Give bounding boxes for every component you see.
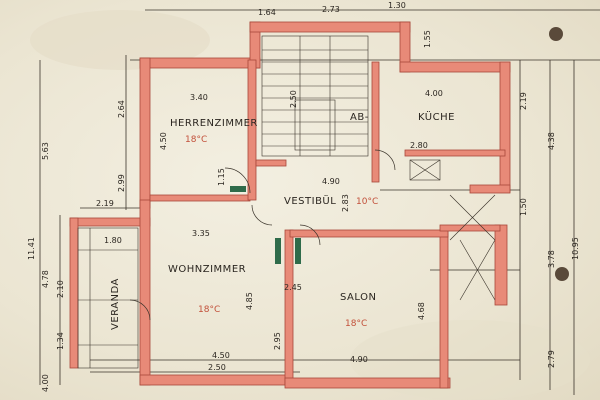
dim-label: 2.79 xyxy=(547,350,556,368)
dim-label: 2.19 xyxy=(519,92,528,110)
dim-label: 4.68 xyxy=(417,302,426,320)
room-temp-wohnzimmer: 18°C xyxy=(198,305,220,315)
dim-label: 1.80 xyxy=(104,236,122,245)
room-temp-salon: 18°C xyxy=(345,319,367,329)
dim-label: 2.83 xyxy=(341,194,350,212)
dim-label: 4.85 xyxy=(245,292,254,310)
room-temp-herrenzimmer: 18°C xyxy=(185,135,207,145)
dim-label: 11.41 xyxy=(27,237,36,260)
room-width-kuche: 4.00 xyxy=(425,89,443,98)
dim-label: 1.55 xyxy=(423,30,432,48)
dim-label: 5.63 xyxy=(41,142,50,160)
dim-label: 4.38 xyxy=(547,132,556,150)
dim-label: 2.80 xyxy=(410,141,428,150)
radiators xyxy=(230,186,301,264)
room-width-herrenzimmer: 3.40 xyxy=(190,93,208,102)
punch-hole xyxy=(549,27,563,41)
room-label-salon: SALON xyxy=(340,292,376,303)
dim-label: 2.45 xyxy=(284,283,302,292)
room-label-herrenzimmer: HERRENZIMMER xyxy=(170,118,258,129)
dim-label: 1.64 xyxy=(258,8,276,17)
stair-treads xyxy=(261,35,369,157)
dim-label: 2.19 xyxy=(96,199,114,208)
dim-label: 2.99 xyxy=(117,174,126,192)
dim-label: 1.30 xyxy=(388,1,406,10)
dim-label: 2.64 xyxy=(117,100,126,118)
dim-label: 4.78 xyxy=(41,270,50,288)
dim-label: 1.15 xyxy=(217,168,226,186)
dim-label: 4.00 xyxy=(41,374,50,392)
room-label-wohnzimmer: WOHNZIMMER xyxy=(168,264,246,275)
dim-label: 10.95 xyxy=(571,237,580,260)
dim-label: 3.78 xyxy=(547,250,556,268)
punch-hole xyxy=(555,267,569,281)
walls xyxy=(69,21,511,389)
dim-label: 1.50 xyxy=(519,198,528,216)
room-label-vestibul: VESTIBÜL xyxy=(284,194,336,207)
dim-label: 4.50 xyxy=(159,132,168,150)
room-width-wohnzimmer: 3.35 xyxy=(192,229,210,238)
dim-label: 1.34 xyxy=(56,332,65,350)
room-width-salon: 4.90 xyxy=(350,355,368,364)
veranda-steps xyxy=(77,227,139,369)
dim-label: 2.10 xyxy=(56,280,65,298)
kitchen-hatch xyxy=(409,159,496,301)
dim-label: 2.50 xyxy=(289,90,298,108)
room-width-vestibul: 4.90 xyxy=(322,177,340,186)
dim-label: 2.95 xyxy=(273,332,282,350)
dim-label: 2.50 xyxy=(208,363,226,372)
room-label-kuche: KÜCHE xyxy=(418,110,455,123)
dim-label: 2.73 xyxy=(322,5,340,14)
room-label-veranda: VERANDA xyxy=(110,278,121,330)
dim-label: 4.50 xyxy=(212,351,230,360)
paper-stain xyxy=(30,10,210,70)
door-swings xyxy=(129,149,396,321)
room-label-ab: AB- xyxy=(350,112,369,123)
room-temp-vestibul: 10°C xyxy=(356,197,378,207)
